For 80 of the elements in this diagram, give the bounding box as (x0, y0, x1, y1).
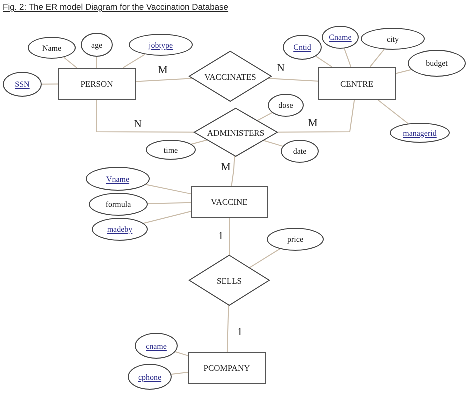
cardinality-label: M (220, 162, 232, 174)
connector-line (146, 184, 192, 195)
connector-line (63, 57, 78, 68)
attribute-name: formula (106, 200, 132, 209)
attribute-ellipse (322, 26, 359, 49)
attribute-name: price (288, 235, 304, 244)
connector-line (226, 305, 230, 352)
relationship-name: VACCINATES (204, 72, 256, 82)
connector-line (191, 140, 208, 145)
attribute-name: date (293, 147, 307, 156)
entity-name: PCOMPANY (204, 363, 250, 373)
connector-line (316, 56, 333, 68)
connector-line (171, 372, 188, 375)
connector-line (122, 54, 146, 68)
connector-line (147, 202, 192, 204)
attribute-name: time (164, 146, 178, 154)
relationship-name: ADMINISTERS (207, 128, 265, 138)
relationship-name: SELLS (216, 276, 242, 286)
relationship-diamond (189, 51, 272, 102)
connector-line (136, 78, 193, 82)
attribute-name: Name (42, 44, 62, 52)
attribute-ellipse (3, 72, 42, 97)
attribute-ellipse (135, 333, 178, 359)
attribute-ellipse (281, 140, 319, 163)
attribute-name: age (91, 40, 103, 50)
connector-line (263, 140, 284, 147)
attribute-name: managerid (403, 128, 437, 138)
entity-box (318, 67, 396, 100)
entity-name: PERSON (80, 79, 114, 89)
cardinality-label: 1 (217, 232, 225, 242)
attribute-name: jobtype (149, 40, 173, 50)
attribute-name: Vname (106, 174, 130, 184)
attribute-name: city (387, 34, 399, 44)
attribute-name: Cname (329, 33, 352, 42)
connector-line (231, 156, 236, 186)
connector-line (268, 78, 318, 82)
attribute-name: SSN (15, 80, 30, 89)
attribute-ellipse (146, 140, 196, 160)
attribute-name: cphone (138, 372, 162, 382)
attribute-ellipse (283, 35, 322, 60)
attribute-name: dose (278, 101, 294, 110)
connector-line (96, 56, 98, 68)
relationship-diamond (194, 108, 278, 157)
entity-name: VACCINE (211, 197, 248, 207)
attribute-name: madeby (107, 225, 133, 234)
figure-title: Fig. 2: The ER model Diagram for the Vaccination Database (3, 2, 229, 12)
entity-box (191, 186, 268, 218)
connector-line (229, 218, 230, 256)
connector-line (42, 84, 58, 85)
attribute-ellipse (128, 364, 172, 390)
attribute-ellipse (86, 167, 150, 191)
connector-line (96, 100, 195, 133)
cardinality-label: 1 (236, 328, 244, 338)
relationship-diamond (189, 255, 270, 306)
connector-line (396, 69, 412, 74)
cardinality-label: N (276, 64, 286, 74)
attribute-ellipse (92, 218, 148, 241)
attribute-name: budget (426, 59, 448, 68)
attribute-ellipse (408, 50, 466, 77)
cardinality-label: M (157, 66, 169, 76)
attribute-ellipse (361, 28, 425, 50)
attribute-ellipse (390, 123, 450, 143)
attribute-name: cname (146, 342, 167, 350)
cardinality-label: M (307, 118, 319, 130)
connector-line (277, 100, 356, 133)
attribute-ellipse (28, 37, 76, 59)
attribute-ellipse (268, 94, 304, 117)
entity-box (188, 352, 266, 384)
entity-name: CENTRE (340, 78, 374, 88)
attribute-ellipse (81, 33, 113, 57)
connector-line (378, 100, 409, 124)
connector-line (175, 351, 188, 356)
entity-box (58, 68, 136, 100)
cardinality-label: N (133, 120, 143, 130)
connector-line (249, 248, 280, 268)
connector-line (143, 211, 192, 224)
connector-line (344, 48, 352, 68)
connector-line (257, 112, 273, 122)
attribute-name: Cntid (294, 43, 312, 52)
connector-line (370, 49, 385, 68)
